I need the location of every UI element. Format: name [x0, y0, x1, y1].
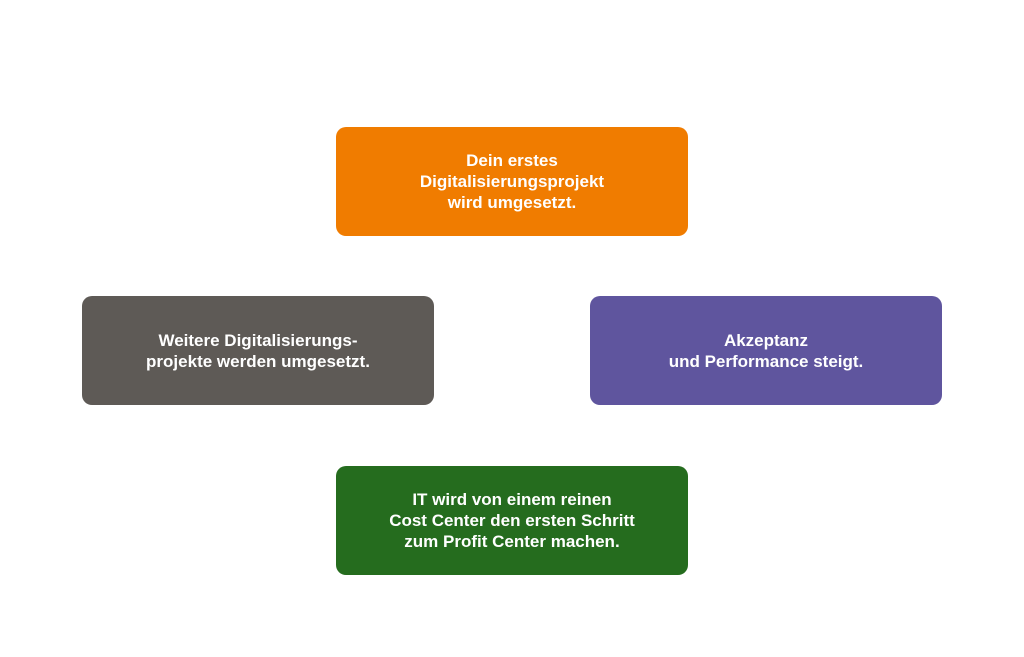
cycle-step-first-project: Dein erstes Digitalisierungsprojekt wird… [336, 127, 688, 236]
cycle-step-further-projects-text: Weitere Digitalisierungs- projekte werde… [146, 330, 370, 371]
cycle-step-profit-center: IT wird von einem reinen Cost Center den… [336, 466, 688, 575]
cycle-step-acceptance: Akzeptanz und Performance steigt. [590, 296, 942, 405]
cycle-step-first-project-text: Dein erstes Digitalisierungsprojekt wird… [419, 151, 605, 212]
cycle-step-further-projects: Weitere Digitalisierungs- projekte werde… [82, 296, 434, 405]
cycle-step-profit-center-text: IT wird von einem reinen Cost Center den… [389, 490, 635, 551]
cycle-step-acceptance-text: Akzeptanz und Performance steigt. [668, 330, 864, 371]
